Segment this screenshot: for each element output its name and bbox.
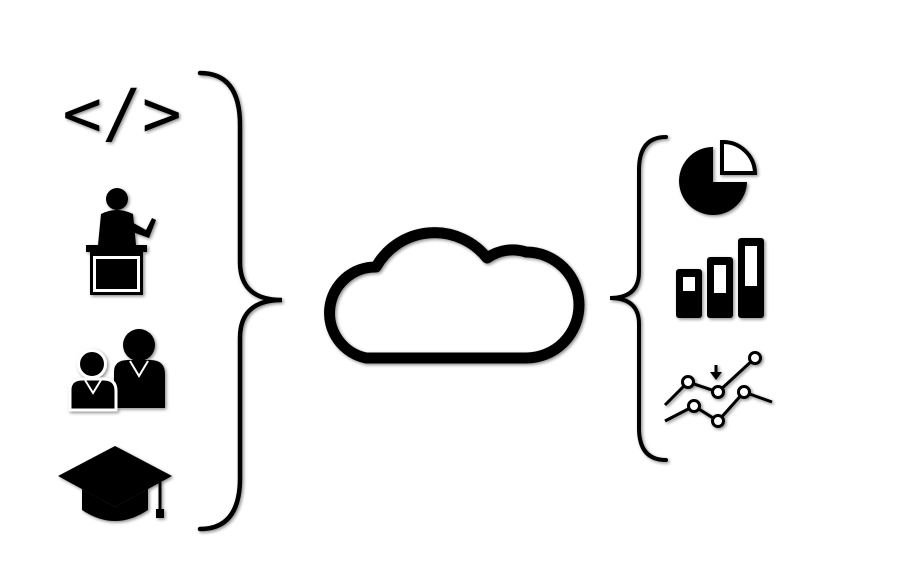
people-icon [68,329,165,412]
cloud-icon [324,227,585,364]
pie-chart-icon [679,139,758,215]
line-chart-icon [663,351,773,428]
bar-chart-icon [676,238,764,318]
graduation-cap-icon [58,446,172,521]
left-brace [197,70,283,532]
output-icons [663,139,773,428]
code-icon: </> [62,75,181,152]
right-brace [609,135,668,462]
input-icons: </> [58,75,182,521]
presenter-icon [86,188,156,295]
